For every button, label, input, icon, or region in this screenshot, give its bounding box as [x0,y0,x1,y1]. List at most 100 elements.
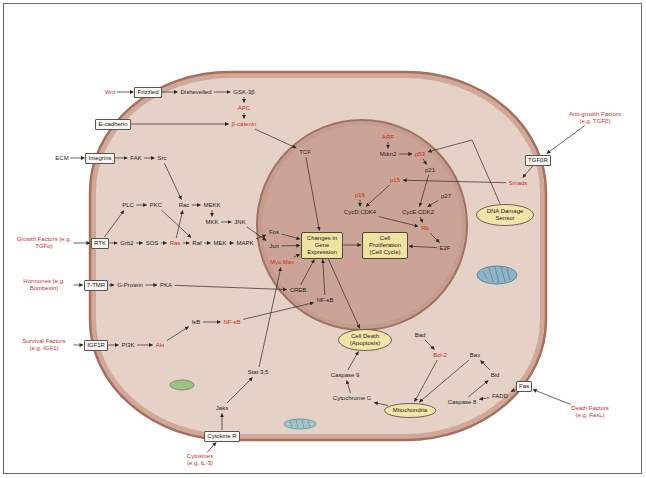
oncoprotein-label: Smads [507,179,530,188]
protein-label: Cytochrome C [331,394,373,403]
node-text: MKK [205,219,218,226]
node-text: Fos [269,229,279,236]
connector-arrow [511,390,515,392]
receptor-box: Fas [516,381,532,392]
protein-label: CycE:CDK2 [400,208,436,217]
node-text: PLC [122,202,134,209]
node-text: NF-κB [224,319,241,326]
connector-arrow [480,361,489,371]
node-text: Akt [156,342,165,349]
connector-arrow [294,254,300,257]
cell-membrane [90,72,546,440]
node-text: p53 [415,151,425,158]
node-text: Survival Factors (e.g. IGF1) [16,338,72,352]
receptor-box: 7-TMR [84,280,108,291]
connector-arrow [347,381,351,394]
node-text: Caspase 8 [448,399,477,406]
connector-arrow [419,360,469,402]
node-text: Fas [519,383,529,390]
protein-label: NF-κB [315,296,336,305]
oval-shape [477,205,534,226]
factor-label: ECM [54,155,69,162]
protein-label: PI3K [119,341,136,350]
node-text: Changes in Gene Expression [305,235,339,256]
protein-label: MEK [211,239,228,248]
connector-arrow [229,243,233,244]
node-text: E-cadherin [98,121,127,128]
connector-arrow [420,217,422,223]
protein-label: E2F [437,244,452,253]
outcome-box: Cell Proliferation (Cell Cycle) [362,232,408,259]
page-frame [4,4,642,474]
connector-arrow [282,234,301,239]
connector-arrow [468,381,488,398]
protein-label: Jun [267,242,281,251]
connector-arrow [281,245,300,246]
connector-arrow [109,285,114,286]
connector-arrow [227,378,253,404]
connector-arrow [415,360,438,402]
connector-arrow [109,243,117,244]
node-text: Bcl-2 [433,352,447,359]
protein-label: JNK [232,218,247,227]
connector-arrow [247,227,266,241]
connector-arrow [379,217,418,227]
node-text: E2F [439,245,450,252]
mitochondrion-right [477,266,517,284]
connector-arrow [74,285,83,286]
protein-label: SOS [144,239,161,248]
node-text: Ras [170,240,181,247]
node-text: Cell Proliferation (Cell Cycle) [366,235,404,256]
protein-label: CREB [288,286,309,295]
connector-arrow [175,285,287,289]
connector-arrow [176,211,183,239]
connector-arrow [425,340,434,350]
node-text: Src [158,155,167,162]
protein-label: MAPK [234,239,255,248]
protein-label: IκB [190,318,203,327]
protein-label: Jaks [214,404,230,413]
connector-arrow [430,233,440,243]
node-text: MEKK [203,202,220,209]
connector-arrow [204,243,210,244]
connector-arrow [323,260,325,296]
receptor-box: Cytokine R [204,431,239,442]
connector-arrow [74,345,84,346]
connector-arrow [221,222,231,223]
node-text: Mdm2 [380,151,397,158]
connector-arrow [255,129,296,148]
connector-arrow [479,398,489,400]
node-text: SOS [146,240,159,247]
connector-arrow [108,345,118,346]
connector-arrow [74,243,91,244]
mitochondrion-shape [477,266,517,284]
connector-arrow [192,205,201,206]
connector-arrow [244,97,245,103]
node-text: Death Factors (e.g. FasL) [568,405,612,419]
node-text: Wnt [105,89,116,96]
cytoplasm [96,78,540,434]
receptor-box: TGFβR [525,155,551,166]
node-text: Cytokine R [207,433,236,440]
oncoprotein-label: p16 [353,191,367,200]
node-text: Bax [470,352,480,359]
node-text: p27 [441,193,451,200]
factor-label: Cytokines (e.g. IL-3) [181,453,219,467]
connector-arrow [214,92,230,93]
node-text: CycE:CDK2 [402,209,434,216]
organelle-green [170,380,194,390]
process-oval: DNA Damage Sensor [476,204,534,226]
receptor-box: RTK [91,238,109,249]
node-text: 7-TMR [87,282,105,289]
node-text: Anti-growth Factors (e.g. TGFβ) [566,111,624,125]
node-text: Cytokines (e.g. IL-3) [182,453,218,467]
mitochondrion-bottom [284,419,316,429]
factor-label: Growth Factors (e.g. TGFα) [15,236,73,250]
protein-label: MKK [203,218,220,227]
node-text: CREB [290,287,307,294]
protein-label: G-Protein [115,281,145,290]
node-text: Dishevelled [180,89,211,96]
node-text: Stat 3,5 [248,369,269,376]
node-text: β-catenin [232,121,257,128]
protein-label: Fos [267,228,281,237]
